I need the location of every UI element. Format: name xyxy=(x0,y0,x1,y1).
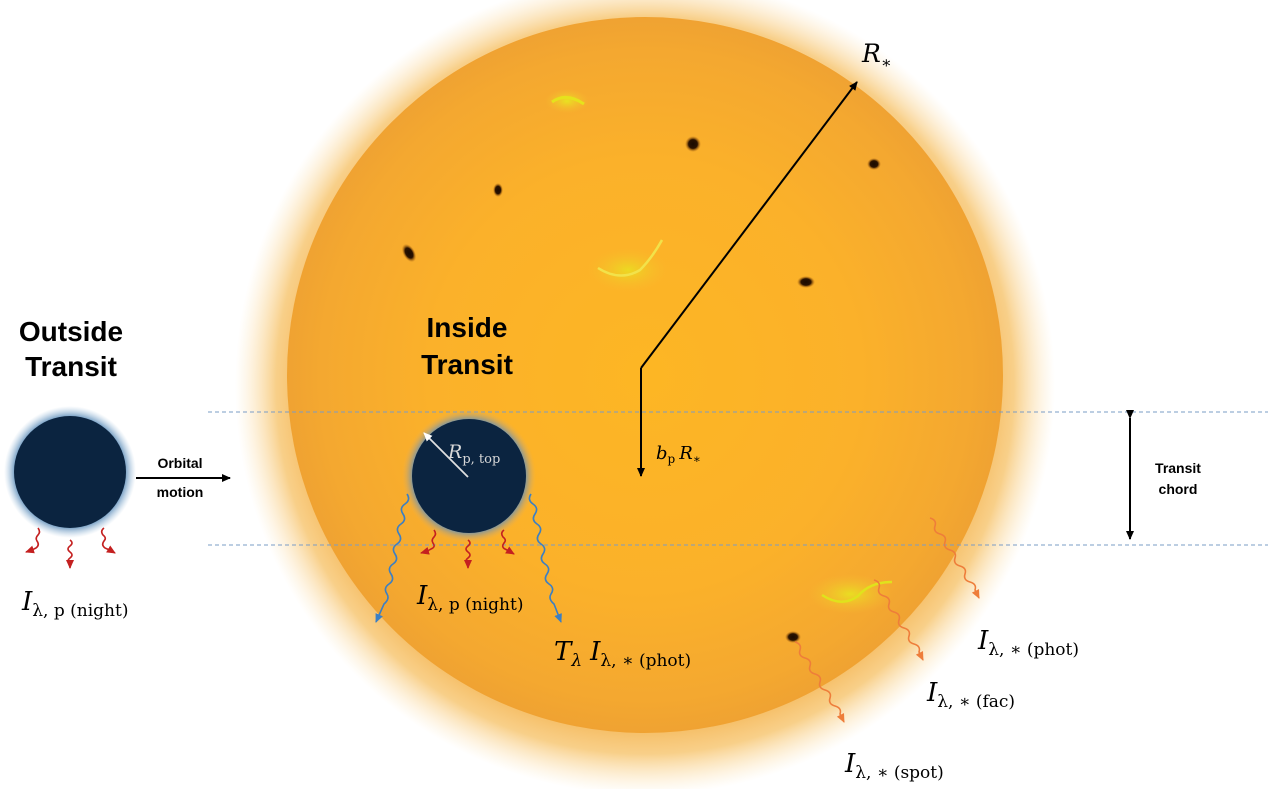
outside-emission-label: Iλ, p (night) xyxy=(21,587,128,621)
star-radius-arrow xyxy=(640,81,858,369)
inside-night-arrows xyxy=(420,529,515,569)
orbital-label-2: motion xyxy=(157,484,204,500)
inside-heading-2: Transit xyxy=(421,349,513,380)
planet-radius-arrow xyxy=(423,432,469,478)
fac-label: Iλ, ∗ (fac) xyxy=(926,678,1015,712)
outside-planet xyxy=(14,416,126,528)
faculae xyxy=(545,89,893,614)
outside-heading-2: Transit xyxy=(25,351,117,382)
planet-radius-label: Rp, top xyxy=(447,441,500,467)
orbital-label-1: Orbital xyxy=(157,455,202,471)
sunspot xyxy=(867,158,881,170)
chord-label-2: chord xyxy=(1159,481,1198,497)
wavy-arrow xyxy=(528,493,562,623)
chord-label-1: Transit xyxy=(1155,460,1201,476)
wavy-arrow xyxy=(420,529,437,555)
sunspot xyxy=(685,136,701,152)
transmitted-arrows xyxy=(375,493,562,623)
wavy-arrow xyxy=(25,527,41,554)
sunspot xyxy=(493,183,503,197)
outside-heading-1: Outside xyxy=(19,316,123,347)
spot-label: Iλ, ∗ (spot) xyxy=(844,749,944,783)
wavy-arrow xyxy=(375,493,410,623)
sunspots xyxy=(401,136,881,643)
inside-emission-label: Iλ, p (night) xyxy=(416,581,523,615)
phot-label: Iλ, ∗ (phot) xyxy=(977,626,1079,660)
outside-night-arrows xyxy=(25,527,116,569)
facula xyxy=(808,574,892,614)
wavy-arrow xyxy=(929,517,980,599)
wavy-arrow xyxy=(464,539,472,569)
wavy-arrow xyxy=(100,527,116,554)
wavy-arrow xyxy=(873,579,924,661)
inside-planet xyxy=(412,419,526,533)
stellar-arrows xyxy=(794,517,980,723)
star-disk xyxy=(287,17,1003,733)
sunspot xyxy=(797,276,815,288)
wavy-arrow xyxy=(500,529,515,555)
sunspot xyxy=(401,243,417,263)
facula xyxy=(545,89,589,113)
star-radius-label: R∗ xyxy=(861,39,892,72)
wavy-arrow xyxy=(66,539,74,569)
sunspot xyxy=(785,631,801,643)
wavy-arrow xyxy=(794,641,845,723)
inside-heading-1: Inside xyxy=(427,312,508,343)
facula xyxy=(588,248,668,292)
